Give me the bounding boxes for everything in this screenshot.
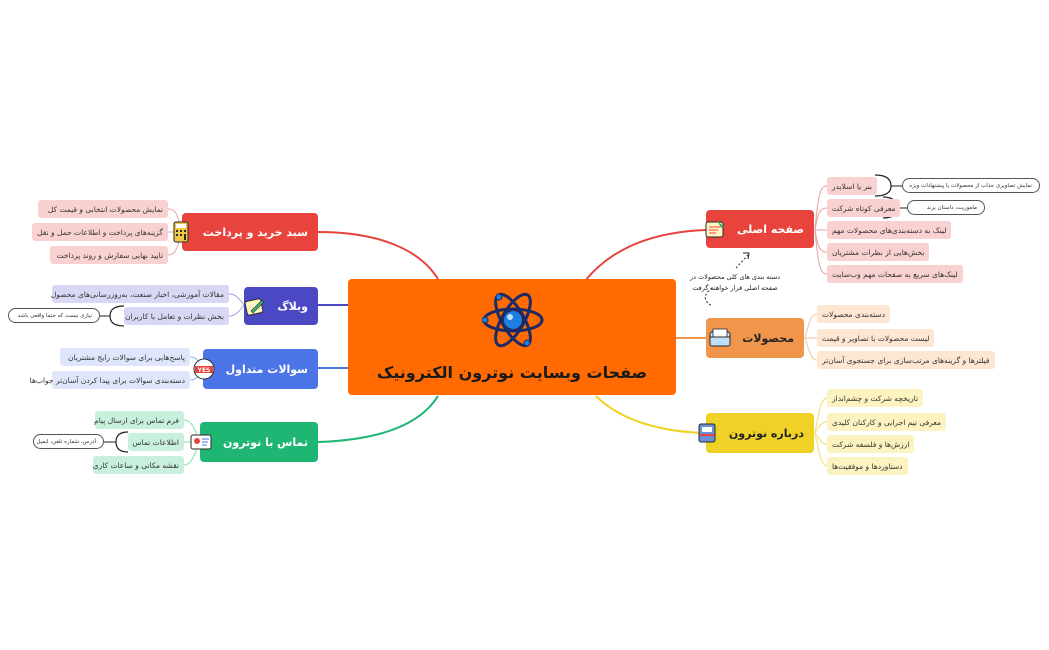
home-item-label: لینک به دسته‌بندی‌های محصولات مهم <box>832 225 947 235</box>
about-item-label: تاریخچه شرکت و چشم‌انداز <box>832 393 919 403</box>
home-note-intro[interactable]: ماموریت، داستان برند <box>907 200 985 215</box>
note-label: نمایش تصاویری جذاب از محصولات یا پیشنهاد… <box>909 182 1032 189</box>
home-item-quicklinks[interactable]: لینک‌های سریع به صفحات مهم وب‌سایت <box>827 265 963 283</box>
branch-about-label: درباره نوترون <box>728 426 804 440</box>
atom-icon <box>482 292 544 348</box>
contact-item-label: فرم تماس برای ارسال پیام <box>94 415 179 425</box>
folder-icon <box>708 326 732 350</box>
home-item-label: بنر یا اسلایدر <box>832 181 873 191</box>
contact-item-form[interactable]: فرم تماس برای ارسال پیام <box>94 411 184 429</box>
branch-cart-label: سبد خرید و پرداخت <box>202 225 308 239</box>
home-item-label: بخش‌هایی از نظرات مشتریان <box>832 247 925 257</box>
home-item-banner[interactable]: بنر یا اسلایدر <box>827 177 878 195</box>
cart-item-label: نمایش محصولات انتخابی و قیمت کل <box>47 204 163 214</box>
notebook-icon <box>695 421 719 445</box>
blog-item-label: بخش نظرات و تعامل با کاربران <box>125 311 224 321</box>
branch-blog[interactable]: وبلاگ <box>244 287 318 325</box>
home-item-categories[interactable]: لینک به دسته‌بندی‌های محصولات مهم <box>827 221 952 239</box>
branch-faq-label: سوالات متداول <box>225 362 308 376</box>
branch-about[interactable]: درباره نوترون <box>698 413 814 453</box>
branch-cart[interactable]: سبد خرید و پرداخت <box>173 213 318 251</box>
about-item-history[interactable]: تاریخچه شرکت و چشم‌انداز <box>827 389 924 407</box>
faq-item-label: پاسخ‌هایی برای سوالات رایج مشتریان <box>68 352 185 362</box>
callout-line-2: صفحه اصلی قرار خواهند گرفت <box>692 284 778 292</box>
products-item-filters[interactable]: فیلترها و گزینه‌های مرتب‌سازی برای جستجو… <box>817 351 995 369</box>
blog-item-comments[interactable]: بخش نظرات و تعامل با کاربران <box>124 307 229 325</box>
blog-item-articles[interactable]: مقالات آموزشی، اخبار صنعت، به‌روزرسانی‌ه… <box>50 285 229 303</box>
callout-line-1: دسته بندی های کلی محصولات در <box>689 273 781 281</box>
home-note-banner[interactable]: نمایش تصاویری جذاب از محصولات یا پیشنهاد… <box>902 178 1040 193</box>
cart-item-payment-options[interactable]: گزینه‌های پرداخت و اطلاعات حمل و نقل <box>32 223 168 241</box>
callout-note: دسته بندی های کلی محصولات در صفحه اصلی ق… <box>680 272 790 294</box>
blog-note[interactable]: نیازی نیست که حتما واقعی باشد <box>8 308 100 323</box>
notepad-icon <box>703 217 727 241</box>
note-label: ماموریت، داستان برند <box>926 204 977 211</box>
contact-item-label: اطلاعات تماس <box>132 437 179 447</box>
branch-faq[interactable]: سوالات متداول YES <box>193 349 318 389</box>
contact-item-label: نقشه مکانی و ساعات کاری <box>92 460 179 470</box>
branch-home-label: صفحه اصلی <box>737 222 804 236</box>
products-item-label: لیست محصولات با تصاویر و قیمت <box>822 333 930 343</box>
contact-item-info[interactable]: اطلاعات تماس <box>128 433 184 451</box>
cart-item-label: گزینه‌های پرداخت و اطلاعات حمل و نقل <box>37 227 163 237</box>
cart-item-label: تایید نهایی سفارش و روند پرداخت <box>56 250 163 260</box>
faq-item-answers[interactable]: پاسخ‌هایی برای سوالات رایج مشتریان <box>60 348 190 366</box>
about-item-team[interactable]: معرفی تیم اجرایی و کارکنان کلیدی <box>827 413 947 431</box>
cart-item-selected[interactable]: نمایش محصولات انتخابی و قیمت کل <box>38 200 168 218</box>
products-item-label: فیلترها و گزینه‌های مرتب‌سازی برای جستجو… <box>822 355 990 365</box>
home-item-intro[interactable]: معرفی کوتاه شرکت <box>827 199 901 217</box>
about-item-values[interactable]: ارزش‌ها و فلسفه شرکت <box>827 435 915 453</box>
about-item-label: ارزش‌ها و فلسفه شرکت <box>832 439 910 449</box>
branch-contact[interactable]: تماس با نوترون <box>190 422 318 462</box>
branch-home[interactable]: صفحه اصلی <box>703 210 814 248</box>
faq-item-categories[interactable]: دسته‌بندی سوالات برای پیدا کردن آسان‌تر … <box>30 371 190 389</box>
home-item-label: لینک‌های سریع به صفحات مهم وب‌سایت <box>832 269 958 279</box>
faq-item-label: دسته‌بندی سوالات برای پیدا کردن آسان‌تر … <box>29 375 185 385</box>
products-item-label: دسته‌بندی محصولات <box>822 309 886 319</box>
branch-products-label: محصولات <box>742 331 794 345</box>
yes-badge-icon: YES <box>192 357 216 381</box>
cart-item-confirm[interactable]: تایید نهایی سفارش و روند پرداخت <box>50 246 168 264</box>
blog-item-label: مقالات آموزشی، اخبار صنعت، به‌روزرسانی‌ه… <box>50 289 224 299</box>
products-item-categories[interactable]: دسته‌بندی محصولات <box>817 305 891 323</box>
contact-item-map[interactable]: نقشه مکانی و ساعات کاری <box>93 456 184 474</box>
about-item-label: دستاوردها و موفقیت‌ها <box>832 461 903 471</box>
about-item-achievements[interactable]: دستاوردها و موفقیت‌ها <box>827 457 908 475</box>
svg-text:YES: YES <box>196 367 210 374</box>
page-title: صفحات وبسایت نوترون الکترونیک <box>376 363 648 382</box>
branch-blog-label: وبلاگ <box>277 299 308 313</box>
products-item-list[interactable]: لیست محصولات با تصاویر و قیمت <box>817 329 935 347</box>
home-item-reviews[interactable]: بخش‌هایی از نظرات مشتریان <box>827 243 930 261</box>
central-topic[interactable]: صفحات وبسایت نوترون الکترونیک <box>348 279 676 395</box>
note-label: آدرس، شماره تلفن، ایمیل <box>36 438 96 445</box>
pencil-note-icon <box>243 294 267 318</box>
contact-note[interactable]: آدرس، شماره تلفن، ایمیل <box>33 434 104 449</box>
calculator-icon <box>169 220 193 244</box>
branch-products[interactable]: محصولات <box>706 318 804 358</box>
home-item-label: معرفی کوتاه شرکت <box>832 203 896 213</box>
branch-contact-label: تماس با نوترون <box>223 435 308 449</box>
about-item-label: معرفی تیم اجرایی و کارکنان کلیدی <box>832 417 942 427</box>
note-label: نیازی نیست که حتما واقعی باشد <box>17 312 92 319</box>
contact-card-icon <box>189 430 213 454</box>
